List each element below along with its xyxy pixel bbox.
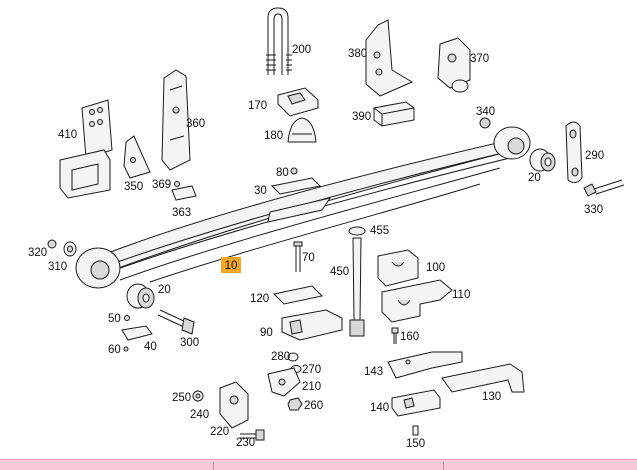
label-410[interactable]: 410 — [58, 129, 77, 141]
label-450[interactable]: 450 — [330, 266, 349, 278]
clamp-plate-90[interactable] — [281, 309, 343, 341]
label-369[interactable]: 369 — [152, 179, 171, 191]
label-60[interactable]: 60 — [108, 344, 121, 356]
label-270[interactable]: 270 — [302, 364, 321, 376]
u-bolt[interactable] — [266, 7, 292, 75]
label-130[interactable]: 130 — [482, 391, 501, 403]
label-240[interactable]: 240 — [190, 409, 209, 421]
label-40[interactable]: 40 — [144, 341, 157, 353]
label-220[interactable]: 220 — [210, 426, 229, 438]
center-bolt-70[interactable] — [293, 241, 303, 272]
label-380[interactable]: 380 — [348, 48, 367, 60]
washer-280[interactable] — [287, 352, 299, 362]
highlight-part-10 — [221, 257, 241, 273]
nut-80[interactable] — [290, 167, 298, 175]
label-455[interactable]: 455 — [370, 225, 389, 237]
bump-stop[interactable] — [287, 117, 317, 143]
clamp-block[interactable] — [277, 87, 319, 117]
rod-450[interactable] — [349, 237, 365, 337]
footer-divider — [443, 462, 444, 470]
label-143[interactable]: 143 — [364, 366, 383, 378]
bracket-110[interactable] — [381, 279, 453, 323]
label-170[interactable]: 170 — [248, 100, 267, 112]
bolt-300[interactable] — [157, 309, 195, 335]
footer-bar — [0, 459, 637, 470]
washer-250[interactable] — [192, 390, 204, 402]
plate-140[interactable] — [391, 389, 441, 417]
label-330[interactable]: 330 — [584, 204, 603, 216]
bolt-160[interactable] — [391, 327, 399, 344]
label-100[interactable]: 100 — [426, 262, 445, 274]
label-120[interactable]: 120 — [250, 293, 269, 305]
footer-divider — [213, 462, 214, 470]
bushing-right[interactable] — [529, 148, 556, 172]
washer-455[interactable] — [348, 226, 366, 236]
bracket-380[interactable] — [365, 19, 414, 97]
plate-143[interactable] — [387, 351, 463, 379]
label-200[interactable]: 200 — [292, 44, 311, 56]
label-363[interactable]: 363 — [172, 207, 191, 219]
pin-150[interactable] — [412, 425, 419, 436]
label-150[interactable]: 150 — [406, 438, 425, 450]
nut-60[interactable] — [123, 346, 129, 352]
label-260[interactable]: 260 — [304, 400, 323, 412]
bracket-240[interactable] — [219, 381, 249, 429]
leaf-spring[interactable] — [75, 126, 531, 289]
label-70[interactable]: 70 — [302, 252, 315, 264]
bolt-230[interactable] — [240, 429, 265, 441]
bushing-left[interactable] — [126, 283, 155, 309]
label-340[interactable]: 340 — [476, 106, 495, 118]
label-280[interactable]: 280 — [271, 351, 290, 363]
plate-363[interactable] — [171, 185, 197, 201]
label-20-right[interactable]: 20 — [528, 172, 541, 184]
label-110[interactable]: 110 — [452, 289, 470, 301]
pad-100[interactable] — [377, 249, 419, 287]
arm-130[interactable] — [441, 363, 525, 393]
label-230[interactable]: 230 — [236, 437, 255, 449]
bracket-410[interactable] — [59, 99, 113, 199]
nut-320[interactable] — [47, 239, 57, 249]
nut-369[interactable] — [174, 181, 180, 187]
label-20-left[interactable]: 20 — [158, 284, 171, 296]
label-180[interactable]: 180 — [264, 130, 283, 142]
nut-340[interactable] — [479, 117, 491, 129]
bracket-360[interactable] — [161, 69, 191, 171]
bracket-350[interactable] — [123, 135, 151, 179]
washer-310[interactable] — [63, 241, 77, 257]
label-390[interactable]: 390 — [352, 111, 371, 123]
label-370[interactable]: 370 — [470, 53, 489, 65]
plate-30[interactable] — [270, 177, 322, 195]
nut-260[interactable] — [287, 397, 303, 411]
label-80[interactable]: 80 — [276, 167, 289, 179]
plate-120[interactable] — [272, 285, 324, 305]
block-390[interactable] — [373, 101, 415, 127]
label-210[interactable]: 210 — [302, 381, 321, 393]
bolt-330[interactable] — [583, 179, 625, 197]
label-250[interactable]: 250 — [172, 392, 191, 404]
label-320[interactable]: 320 — [28, 247, 47, 259]
label-160[interactable]: 160 — [400, 331, 419, 343]
label-360[interactable]: 360 — [186, 118, 205, 130]
label-50[interactable]: 50 — [108, 313, 121, 325]
label-10[interactable]: 10 — [225, 260, 238, 272]
label-290[interactable]: 290 — [585, 150, 604, 162]
bracket-210[interactable] — [267, 367, 301, 397]
label-30[interactable]: 30 — [254, 185, 267, 197]
label-310[interactable]: 310 — [48, 261, 67, 273]
label-90[interactable]: 90 — [260, 327, 273, 339]
plate-40[interactable] — [121, 325, 153, 341]
label-140[interactable]: 140 — [370, 402, 389, 414]
bracket-370[interactable] — [437, 37, 471, 93]
nut-50[interactable] — [124, 315, 130, 321]
label-350[interactable]: 350 — [124, 181, 143, 193]
shackle-290[interactable] — [565, 121, 583, 184]
label-300[interactable]: 300 — [180, 337, 199, 349]
